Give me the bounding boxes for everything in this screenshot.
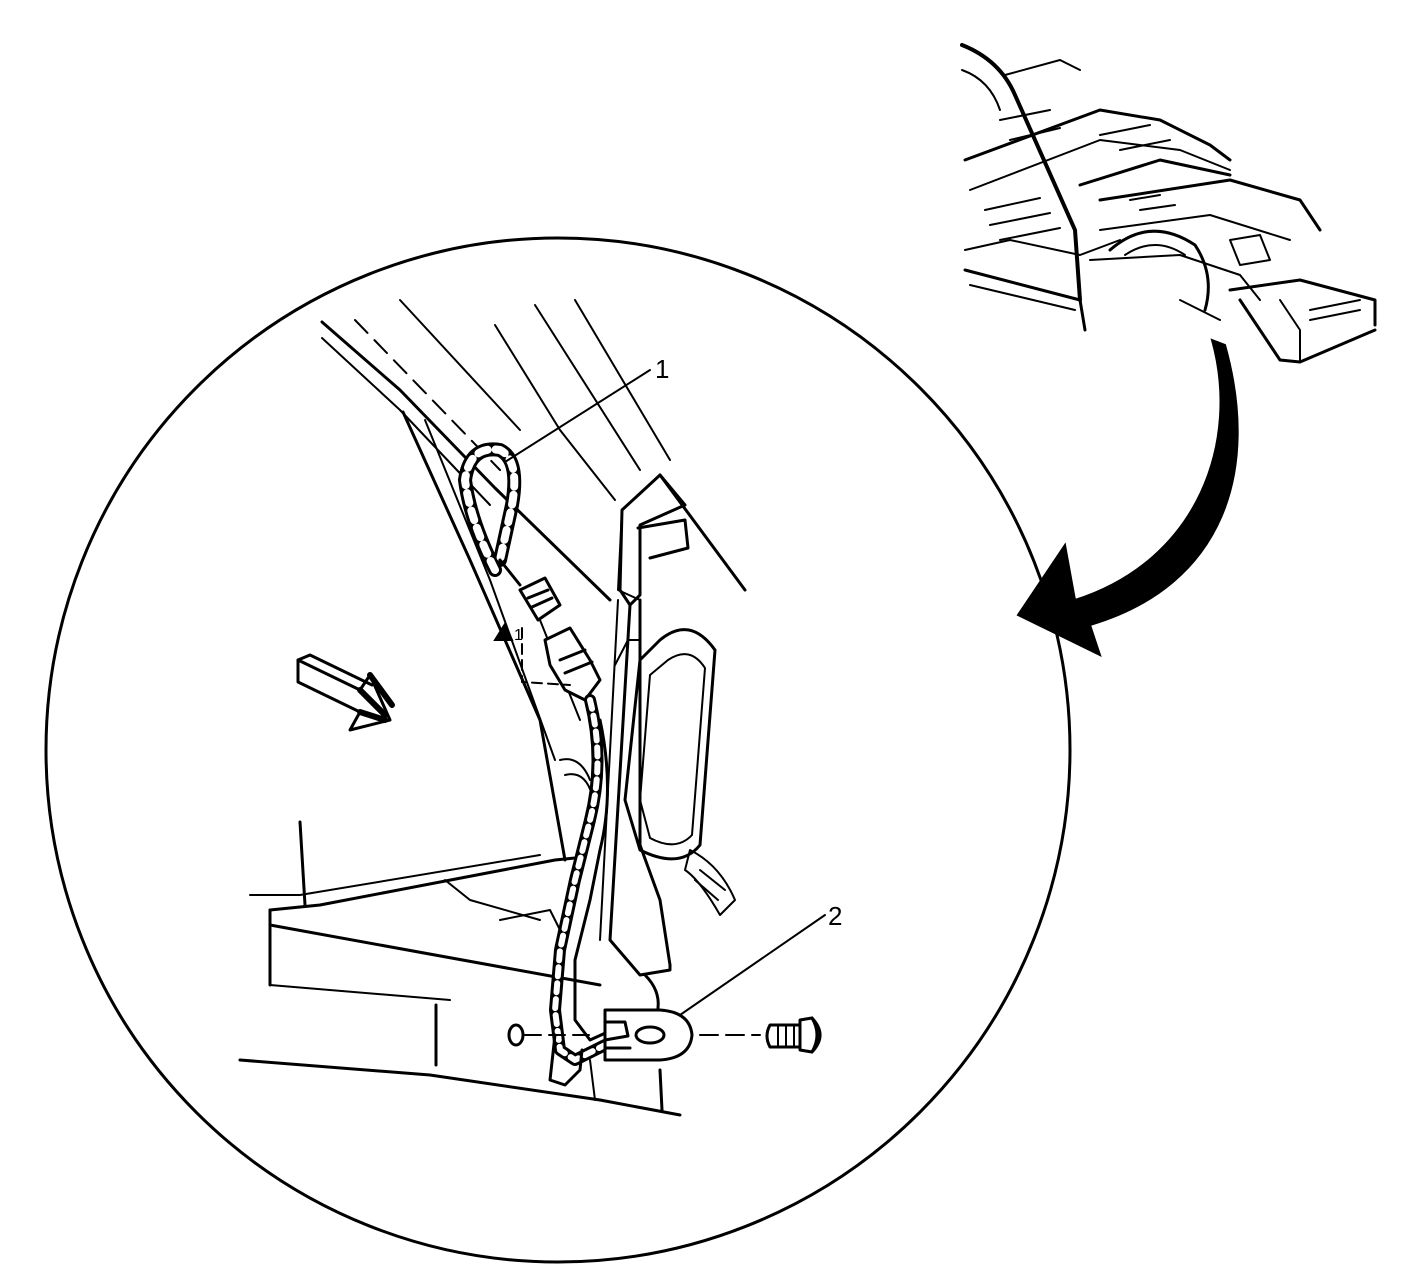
callout-2-label: 2	[828, 901, 842, 931]
connector-reference-marker: 1	[493, 621, 523, 644]
leader-line-1	[504, 369, 651, 463]
detail-view-circle	[44, 236, 1072, 1264]
mounting-hole	[507, 1023, 525, 1047]
connector-reference-label: 1	[514, 627, 523, 644]
wiring-harness	[458, 442, 614, 1087]
ground-bracket	[507, 973, 694, 1062]
callout-leaders	[504, 369, 826, 1016]
detail-view-body	[238, 299, 747, 1117]
leader-line-2	[679, 914, 826, 1016]
callout-1-label: 1	[655, 354, 669, 384]
vehicle-locator-view	[960, 43, 1377, 364]
forward-direction-arrow	[296, 653, 395, 732]
harness-connector	[518, 576, 602, 702]
view-pointer-arrow	[1016, 338, 1239, 657]
connector-reference-dash	[521, 627, 571, 686]
bolt-icon	[699, 1016, 822, 1054]
